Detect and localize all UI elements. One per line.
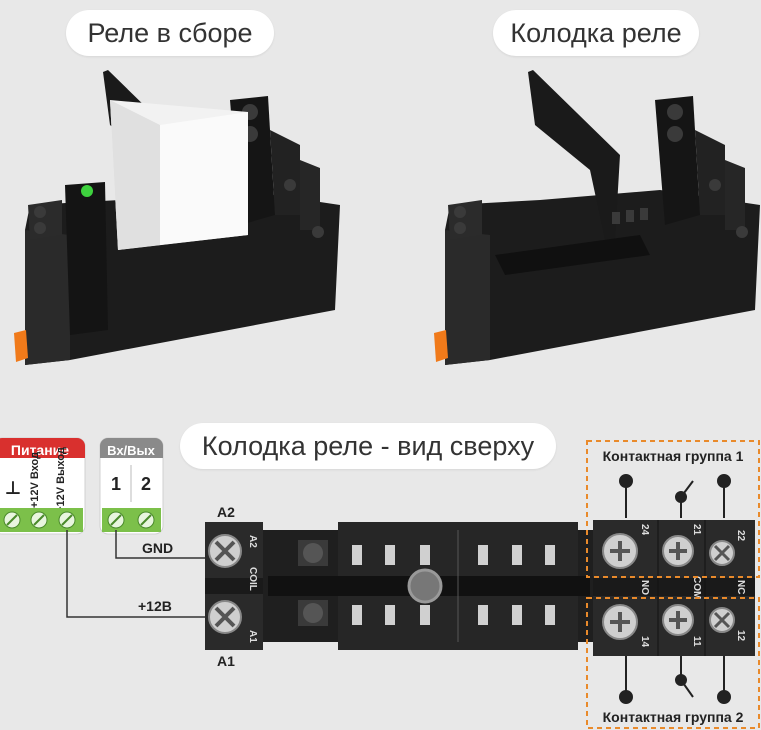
plus12-wire [66, 530, 208, 618]
io-header: Вх/Вых [107, 443, 156, 458]
contact-num-21: 21 [691, 524, 702, 536]
coil-screw-bottom: A1 [247, 630, 258, 643]
power-terminal-block: Питание ⊥ +12V Вход +12V Выход [0, 437, 86, 535]
io-terminal-block: Вх/Вых 1 2 [99, 437, 164, 535]
io-terminal-2: 2 [141, 474, 151, 494]
contact-group-2-label: Контактная группа 2 [603, 709, 744, 725]
contact-num-12: 12 [735, 630, 746, 642]
contact-num-24: 24 [639, 524, 650, 536]
ground-symbol: ⊥ [5, 478, 21, 498]
power-terminal-out-label: +12V Выход [55, 447, 67, 513]
wires [66, 530, 208, 618]
coil-label: COIL [247, 567, 258, 591]
contact-label-no: NO [639, 580, 650, 595]
plus12-label: +12В [138, 598, 172, 614]
contact-group-2-symbols [619, 656, 731, 704]
socket-illustration [434, 70, 760, 365]
io-terminal-1: 1 [111, 474, 121, 494]
contact-group-1-label: Контактная группа 1 [603, 448, 744, 464]
contact-num-22: 22 [735, 530, 746, 542]
title-assembled: Реле в сборе [66, 10, 274, 56]
contact-num-14: 14 [639, 636, 650, 648]
title-top-view: Колодка реле - вид сверху [180, 423, 556, 469]
gnd-wire [115, 530, 208, 559]
gnd-label: GND [142, 540, 173, 556]
contact-num-11: 11 [691, 636, 702, 647]
contact-label-com: COM [691, 576, 702, 599]
coil-top-label: A2 [217, 504, 235, 520]
power-terminal-in-label: +12V Вход [29, 452, 41, 508]
contact-label-nc: NC [735, 580, 746, 594]
coil-screw-top: A2 [247, 535, 258, 548]
socket-top-view: A2 A1 A2 COIL A1 [205, 504, 755, 669]
contact-group-1-symbols [619, 474, 731, 518]
power-header: Питание [11, 442, 69, 458]
coil-bottom-label: A1 [217, 653, 235, 669]
contact-group-frames [586, 440, 760, 729]
assembled-relay-illustration [14, 70, 340, 365]
title-socket: Колодка реле [493, 10, 699, 56]
